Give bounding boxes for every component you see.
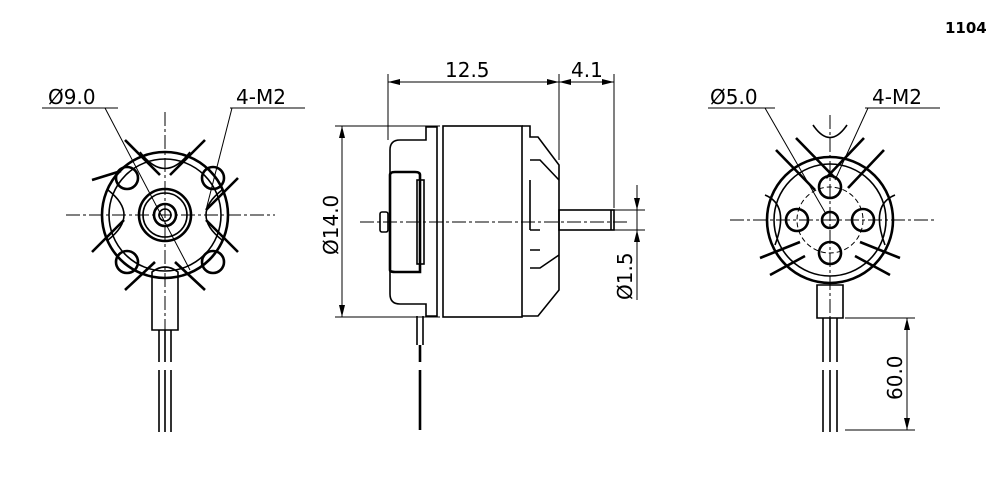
shaft-length-label: 4.1 — [571, 58, 603, 82]
front-screw-label: 4-M2 — [236, 85, 286, 109]
body-diameter-label: Ø14.0 — [319, 195, 343, 255]
rear-view: 60.0 Ø5.0 4-M2 — [708, 85, 940, 432]
center-diameter-label: Ø5.0 — [710, 85, 758, 109]
shaft-diameter-label: Ø1.5 — [613, 252, 637, 300]
side-view: 12.5 4.1 Ø14.0 Ø1.5 — [319, 58, 645, 430]
model-number: 1104 — [945, 19, 987, 37]
body-length-label: 12.5 — [445, 58, 490, 82]
hub-diameter-label: Ø9.0 — [48, 85, 96, 109]
front-view: Ø9.0 4-M2 — [42, 85, 305, 432]
wire-length-label: 60.0 — [883, 355, 907, 400]
rear-screw-label: 4-M2 — [872, 85, 922, 109]
